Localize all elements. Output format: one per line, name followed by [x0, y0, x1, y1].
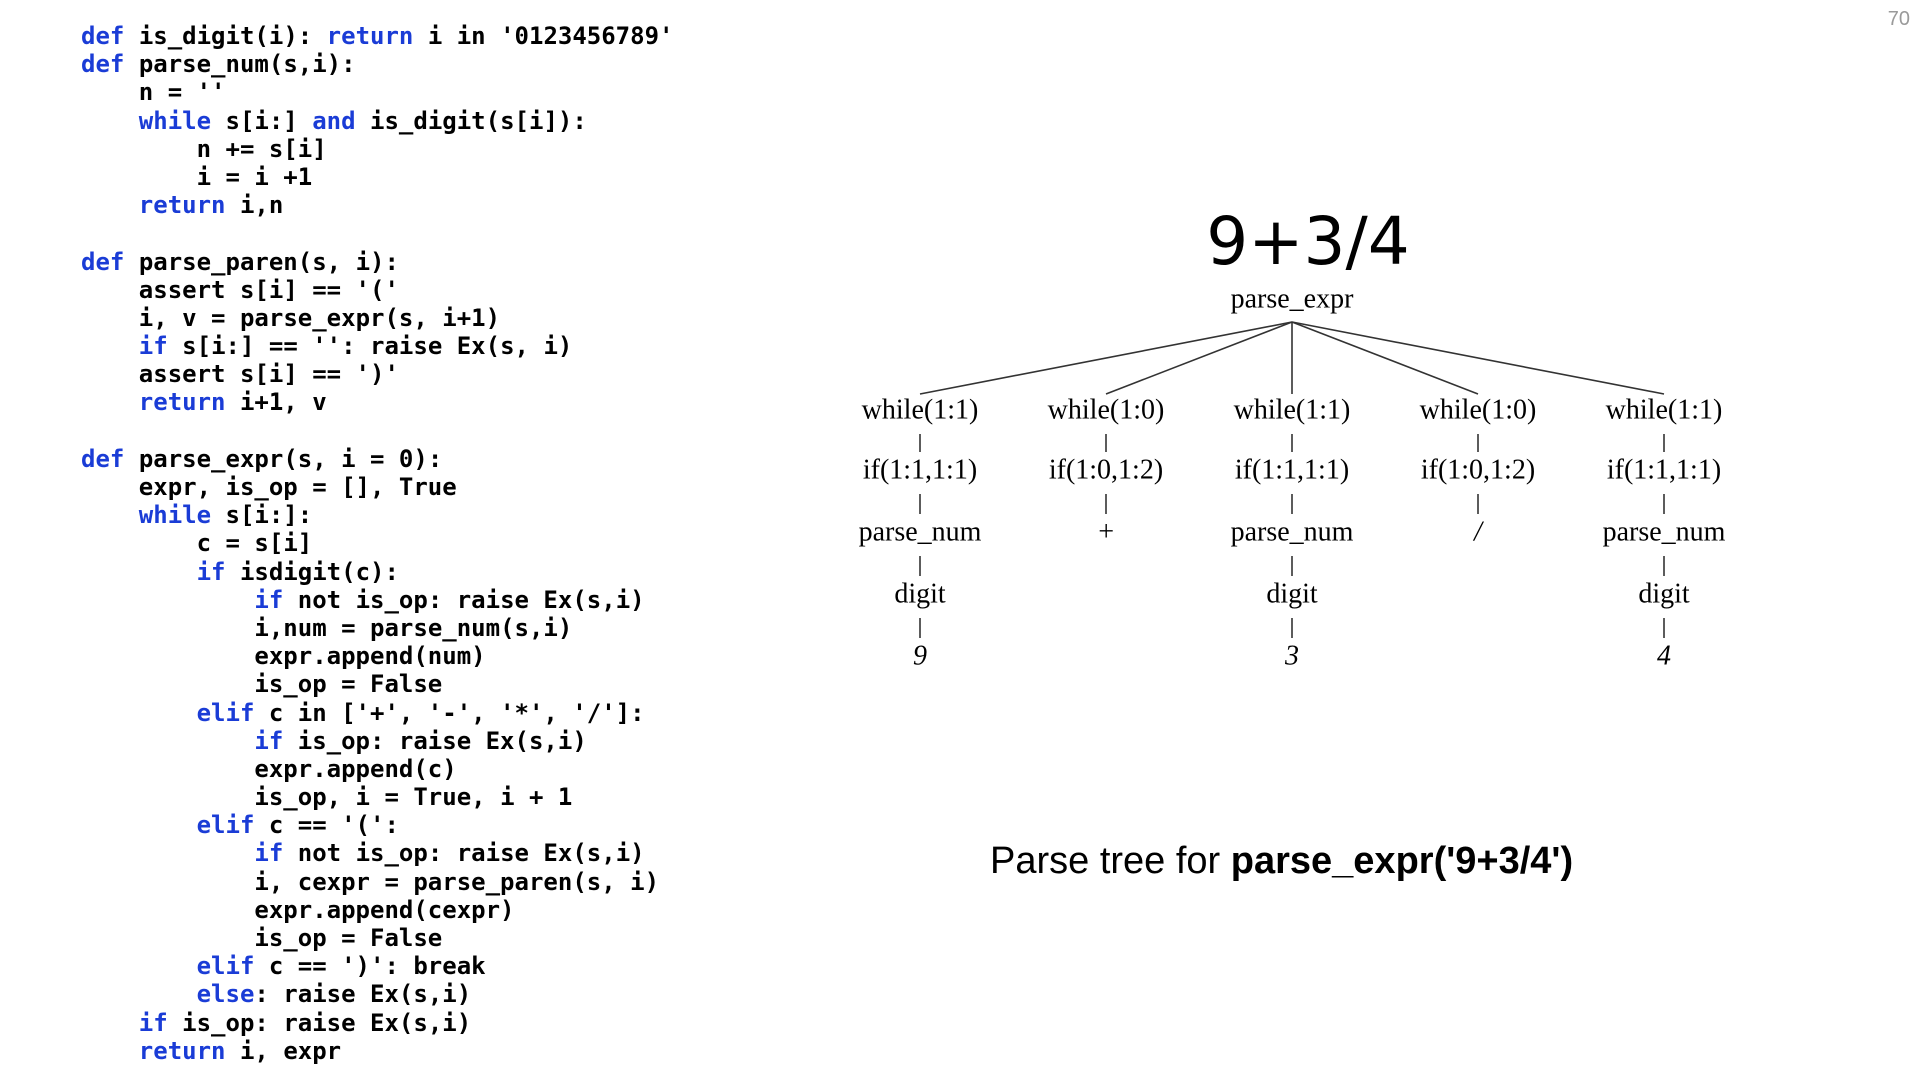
code-line: expr.append(c) — [254, 754, 457, 783]
code-line: elif c == ')': break — [196, 952, 486, 981]
tree-node: while(1:0) — [1420, 394, 1537, 425]
caption-prefix: Parse tree for — [990, 840, 1231, 882]
caption: Parse tree for parse_expr('9+3/4') — [990, 840, 1610, 883]
code-line: expr.append(cexpr) — [254, 895, 515, 924]
code-line: return i+1, v — [138, 388, 327, 417]
code-line: def parse_num(s,i): — [81, 50, 356, 79]
tree-edge — [1291, 321, 1665, 395]
tree-node: digit — [1638, 578, 1690, 609]
code-line: def is_digit(i): return i in '0123456789… — [81, 22, 674, 50]
tree-leaf: / — [1472, 516, 1484, 547]
tree-node: while(1:1) — [1234, 394, 1351, 425]
code-line: if is_op: raise Ex(s,i) — [138, 1008, 472, 1037]
slide-number: 70 — [1887, 8, 1910, 30]
tree-node: if(1:1,1:1) — [1235, 454, 1349, 485]
code-line: i = i +1 — [196, 162, 313, 191]
code-line: if s[i:] == '': raise Ex(s, i) — [138, 332, 573, 361]
code-line: return i,n — [138, 191, 284, 220]
tree-edge — [1291, 321, 1479, 395]
tree-node: while(1:1) — [862, 394, 979, 425]
tree-root-node: parse_expr — [1231, 283, 1355, 314]
tree-node: if(1:0,1:2) — [1421, 454, 1535, 485]
tree-node: parse_num — [859, 516, 982, 547]
code-line: i, cexpr = parse_paren(s, i) — [254, 867, 660, 896]
code-line: n += s[i] — [196, 134, 327, 163]
code-line: expr, is_op = [], True — [138, 473, 457, 501]
caption-call: parse_expr('9+3/4') — [1230, 840, 1574, 882]
code-line: i, v = parse_expr(s, i+1) — [138, 303, 501, 332]
code-line: i,num = parse_num(s,i) — [254, 613, 573, 642]
tree-node: digit — [1266, 578, 1318, 609]
code-listing: def is_digit(i): return i in '0123456789… — [81, 22, 673, 1065]
code-line: while s[i:]: — [138, 501, 313, 530]
code-line: assert s[i] == '(' — [138, 275, 399, 304]
code-line: n = '' — [138, 78, 226, 107]
code-line: if not is_op: raise Ex(s,i) — [254, 585, 645, 614]
tree-node: parse_num — [1231, 516, 1354, 547]
tree-node: if(1:0,1:2) — [1049, 454, 1163, 485]
tree-node: while(1:1) — [1606, 394, 1723, 425]
code-line: elif c == '(': — [196, 811, 399, 840]
code-line: return i, expr — [138, 1036, 342, 1065]
code-line: is_op = False — [254, 670, 443, 699]
code-line: is_op = False — [254, 924, 443, 952]
tree-leaf: + — [1097, 516, 1116, 547]
tree-leaf: 3 — [1284, 640, 1299, 671]
tree-edge — [1105, 321, 1293, 395]
tree-leaf: 9 — [913, 640, 927, 671]
tree-leaf: 4 — [1657, 640, 1671, 671]
tree-node: if(1:1,1:1) — [863, 454, 977, 485]
code-line: elif c in ['+', '-', '*', '/']: — [196, 698, 645, 727]
code-line: if is_op: raise Ex(s,i) — [254, 726, 587, 755]
code-line: while s[i:] and is_digit(s[i]): — [138, 106, 587, 135]
tree-node: while(1:0) — [1048, 394, 1165, 425]
code-line: assert s[i] == ')' — [138, 360, 399, 389]
tree-node: parse_num — [1603, 516, 1726, 547]
code-line: if isdigit(c): — [196, 557, 399, 586]
code-line: c = s[i] — [196, 529, 313, 558]
code-line: if not is_op: raise Ex(s,i) — [254, 839, 645, 868]
tree-expression: 9+3/4 — [1206, 203, 1410, 280]
code-line: expr.append(num) — [254, 642, 486, 671]
tree-node: if(1:1,1:1) — [1607, 454, 1721, 485]
tree-node: digit — [894, 578, 946, 609]
code-line: else: raise Ex(s,i) — [196, 980, 472, 1009]
code-line: def parse_expr(s, i = 0): — [81, 444, 443, 473]
code-line: def parse_paren(s, i): — [81, 247, 399, 276]
code-line: is_op, i = True, i + 1 — [254, 783, 573, 812]
tree-edge — [919, 321, 1293, 395]
